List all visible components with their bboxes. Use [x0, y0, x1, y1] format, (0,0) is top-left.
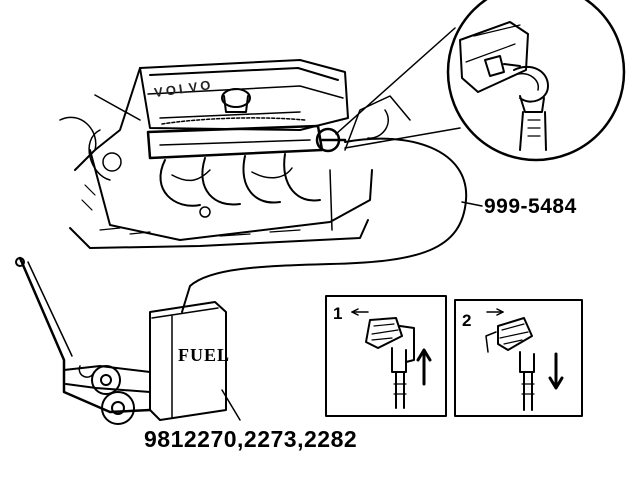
main-part-number: 999-5484: [484, 195, 577, 218]
step-1-label: 1: [333, 304, 343, 323]
leader-main-part: [461, 201, 483, 207]
arrow-up-icon: [416, 348, 432, 386]
fuel-tank-icon: [15, 256, 241, 425]
arrow-down-icon: [548, 352, 564, 390]
tank-part-numbers: 9812270,2273,2282: [144, 426, 358, 452]
step-2-panel: [454, 299, 583, 417]
step-1-panel: [325, 295, 447, 417]
tank-fuel-marking: FUEL: [178, 345, 231, 365]
step-2-label: 2: [462, 311, 472, 330]
quick-connector-magnifier-icon: [335, 0, 626, 162]
fuel-hose: [181, 137, 468, 313]
engine-block-icon: [59, 59, 411, 249]
